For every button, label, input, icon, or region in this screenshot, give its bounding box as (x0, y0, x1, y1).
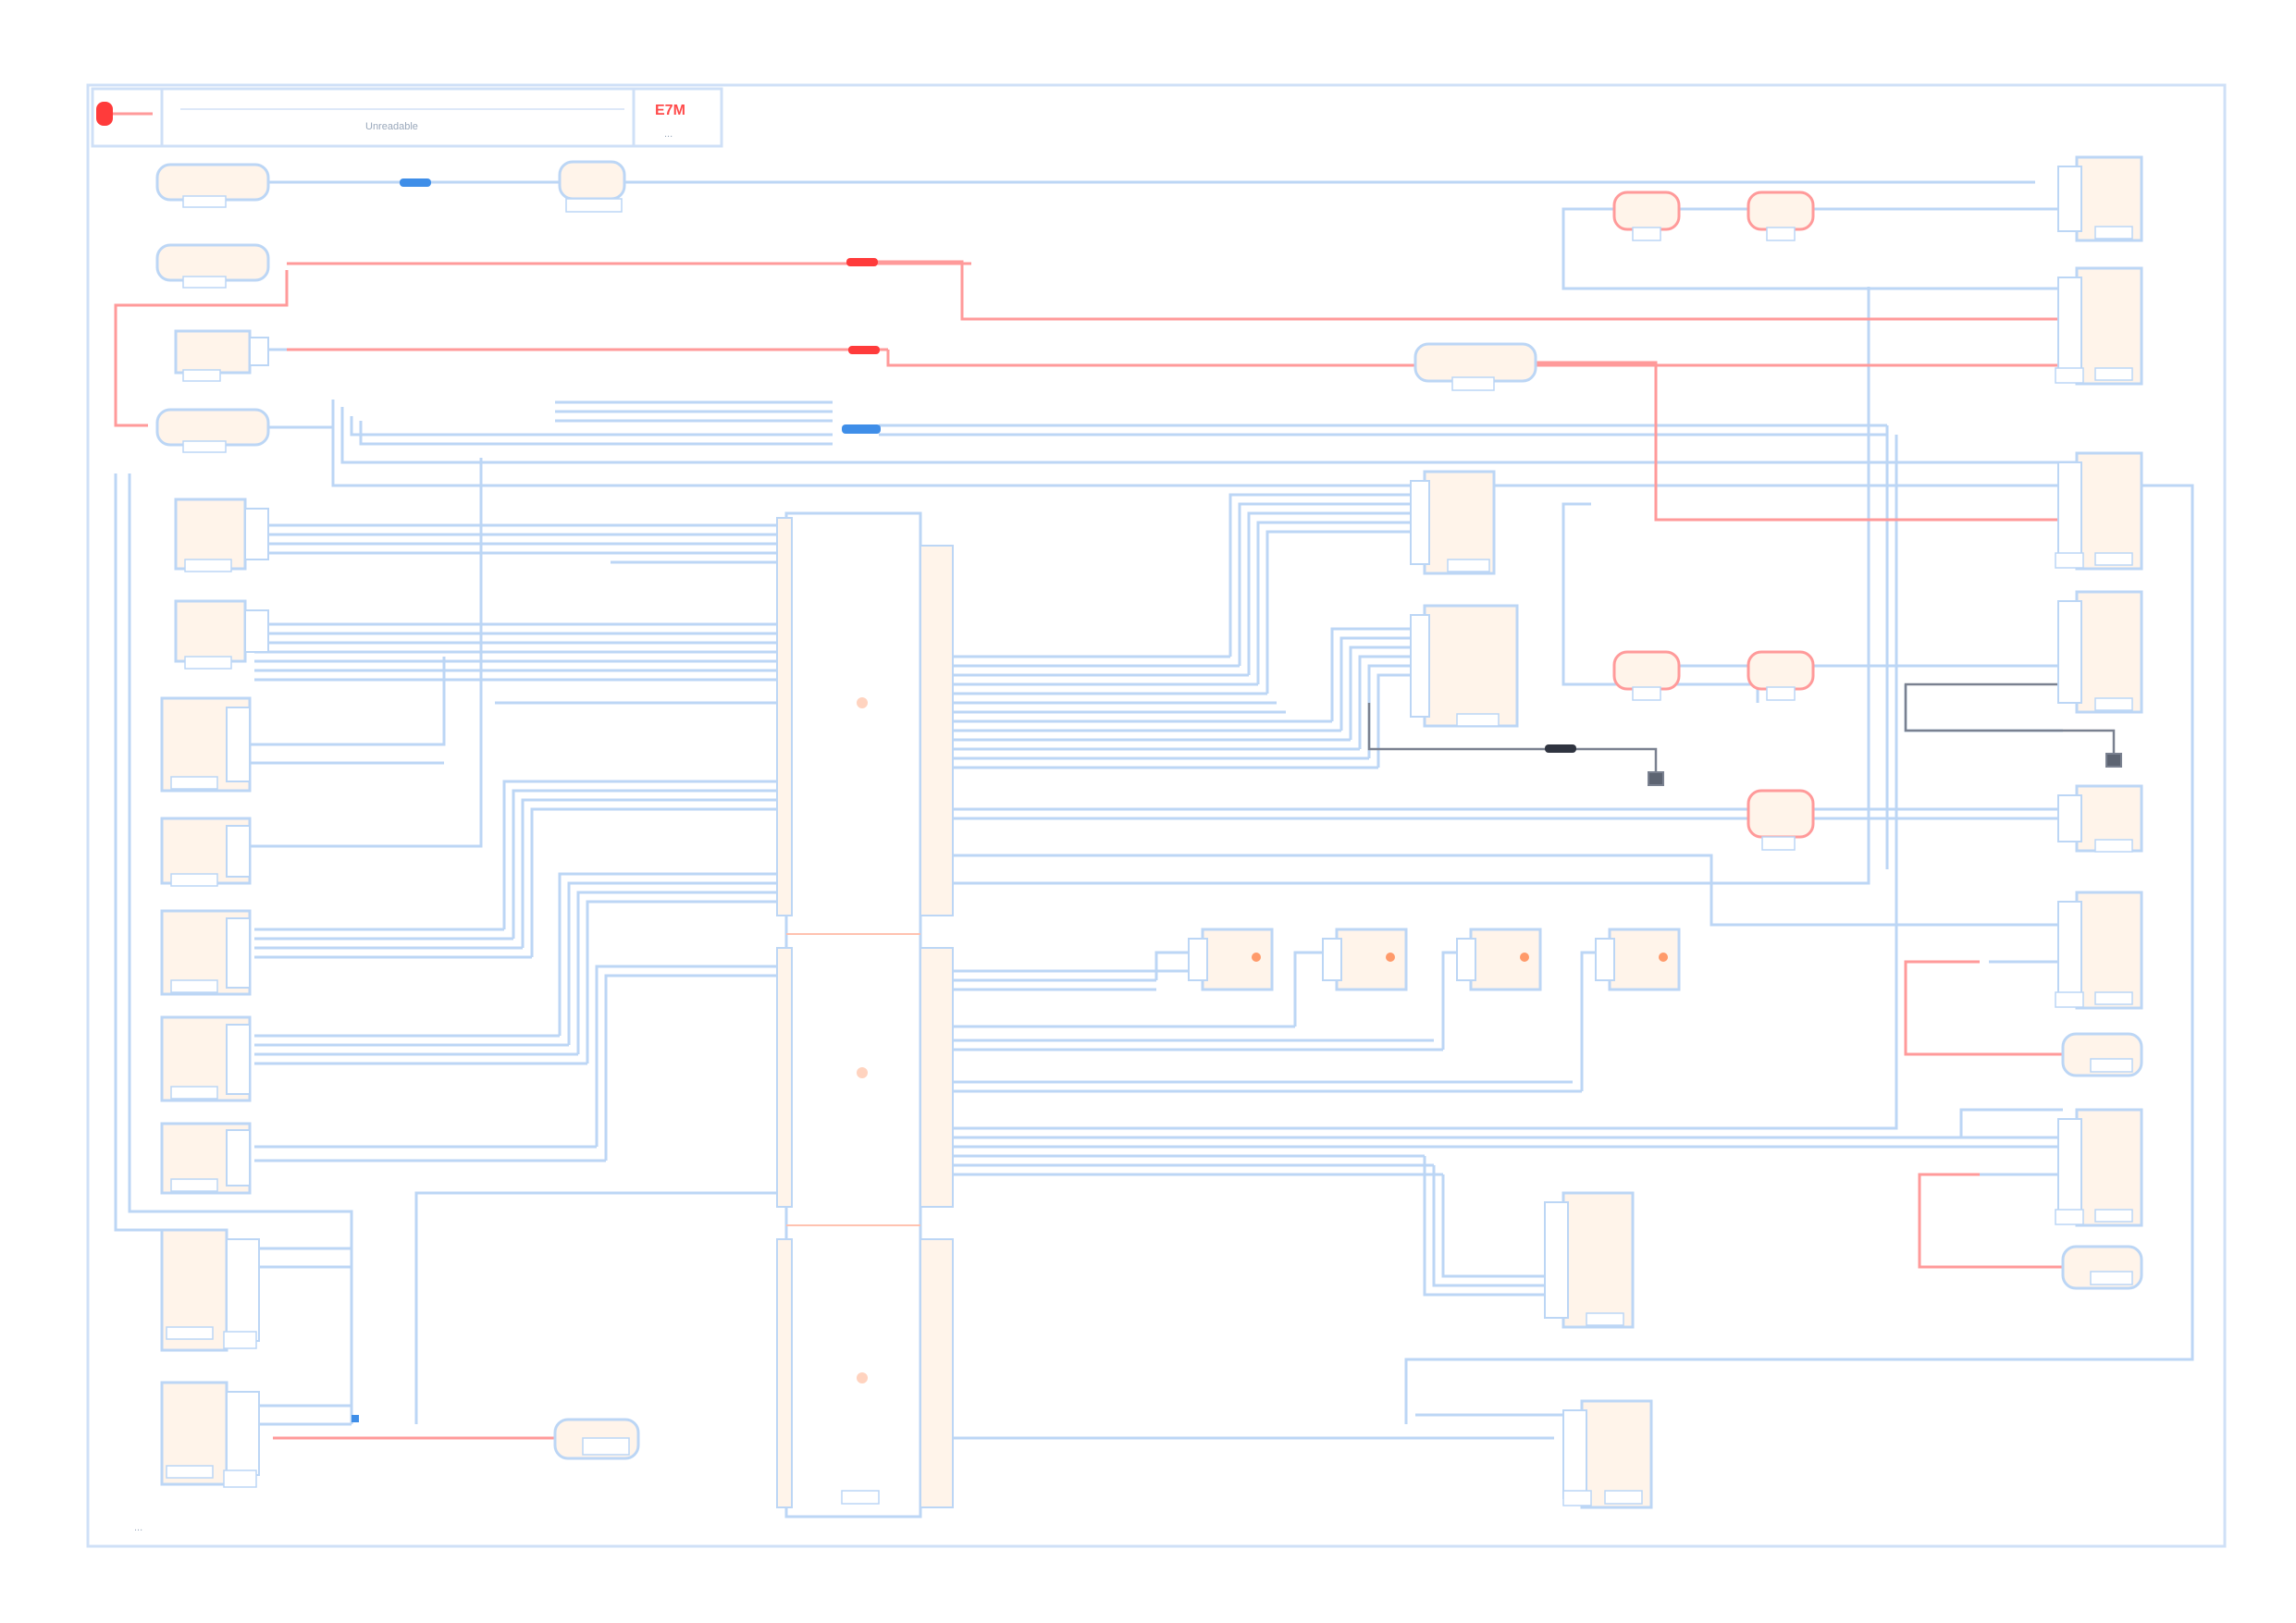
connector-bottom (553, 1418, 640, 1460)
inline-connector-red (848, 346, 880, 354)
component-r4 (2057, 590, 2143, 714)
ground-icon (1648, 771, 1664, 786)
component-l13 (160, 1381, 260, 1488)
component-l5 (174, 498, 269, 572)
top-connectors (558, 160, 1815, 851)
connector-pair-1b (1747, 191, 1815, 241)
component-l3 (174, 329, 269, 382)
component-r5 (2057, 784, 2143, 853)
ecu-section-marker (857, 1067, 868, 1078)
connector-r9 (2061, 1245, 2143, 1290)
component-r3 (2055, 451, 2143, 571)
component-m4 (1322, 928, 1408, 991)
sheet-reference: ... (134, 1522, 142, 1533)
title-code-sub: ... (664, 129, 673, 140)
component-l10 (160, 1015, 252, 1102)
component-m7 (1544, 1191, 1635, 1329)
component-l7 (160, 696, 252, 793)
title-block: Unreadable E7M ... (91, 87, 723, 148)
component-m5 (1456, 928, 1542, 991)
title-header-text: Unreadable (365, 121, 418, 132)
connector-pair-2b (1747, 650, 1815, 701)
wire-harness-blue (114, 180, 2194, 1440)
junction-dot (352, 1415, 359, 1422)
central-control-unit (776, 511, 954, 1518)
left-components (155, 163, 640, 1488)
right-components (2055, 155, 2143, 1290)
ground-symbol-icon (96, 102, 113, 126)
component-m3 (1188, 928, 1274, 991)
component-r2 (2055, 266, 2143, 386)
connector-mid (1413, 342, 1537, 391)
inline-connectors (352, 178, 1576, 1422)
connector-pair-2a (1612, 650, 1681, 701)
connector-top-mid (558, 160, 626, 213)
component-l8 (160, 817, 252, 887)
ground-points (1648, 753, 2122, 786)
ecu-section-marker (857, 697, 868, 708)
inline-connector-blue (842, 424, 881, 434)
connector-r7 (2061, 1032, 2143, 1077)
connector-pair-1a (1612, 191, 1681, 241)
component-r1 (2057, 155, 2143, 242)
ecu-section-marker (857, 1372, 868, 1383)
component-l12 (160, 1228, 260, 1352)
wire-harness-dark (1367, 682, 2116, 772)
connector-c2 (155, 243, 270, 289)
component-r6 (2055, 891, 2143, 1010)
diagram-frame (86, 83, 2227, 1548)
component-m2 (1410, 604, 1519, 728)
connector-pair-3 (1747, 789, 1815, 851)
inline-connector-blue (400, 178, 431, 187)
component-m8 (1562, 1399, 1653, 1509)
title-code: E7M (655, 103, 685, 118)
connector-c1 (155, 163, 270, 208)
component-r8 (2055, 1108, 2143, 1227)
component-m6 (1595, 928, 1681, 991)
connector-c4 (155, 408, 270, 453)
component-m1 (1410, 470, 1496, 575)
component-l9 (160, 909, 252, 996)
component-l6 (174, 599, 269, 670)
ground-icon (2105, 753, 2122, 768)
middle-components (1188, 470, 1681, 1509)
inline-connector-dark (1545, 744, 1576, 753)
component-l11 (160, 1122, 252, 1195)
inline-connector-red (846, 258, 878, 266)
